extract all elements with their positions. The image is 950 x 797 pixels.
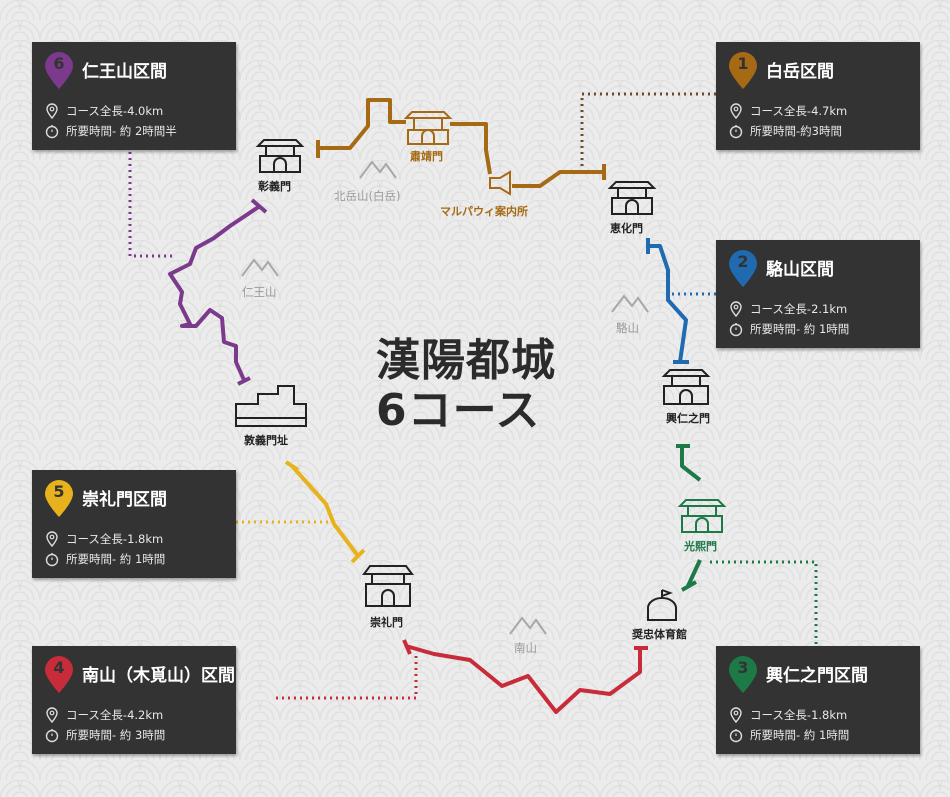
- mountain-icons: [241, 160, 649, 635]
- course-number: 2: [737, 252, 749, 271]
- course-length-row: コース全長-4.2km: [44, 707, 163, 725]
- course-number: 3: [737, 658, 749, 677]
- label-malbawi: マルパウィ案内所: [440, 205, 528, 218]
- hyehwamun-gate-icon: [607, 181, 657, 215]
- label-naksan: 駱山: [616, 321, 639, 335]
- course-5-route: [284, 460, 366, 564]
- course-time: 所要時間- 約 1時間: [66, 552, 166, 566]
- map-pin-icon: [729, 250, 757, 287]
- main-title: 漢陽都城 6コース: [376, 336, 576, 436]
- label-donuimun: 敦義門址: [244, 434, 288, 447]
- course-time-row: 所要時間- 約 2時間半: [44, 123, 177, 141]
- stopwatch-icon: [45, 729, 59, 743]
- course-time: 所要時間- 約 1時間: [750, 728, 850, 742]
- course-length-row: コース全長-1.8km: [728, 707, 847, 725]
- course-name: 崇礼門区間: [82, 490, 167, 510]
- course-time: 所要時間- 約 1時間: [750, 322, 850, 336]
- course-card-3[interactable]: 3 興仁之門区間 コース全長-1.8km 所要時間- 約 1時間: [716, 646, 920, 754]
- course-name: 南山（木覓山）区間: [82, 666, 235, 686]
- label-hyehwamun: 恵化門: [610, 222, 643, 235]
- course-1-route: [316, 98, 606, 188]
- map-pin-icon: [45, 480, 73, 517]
- course-length: コース全長-1.8km: [750, 708, 848, 722]
- course-name: 白岳区間: [766, 62, 834, 82]
- course-3-route: [676, 444, 702, 592]
- sukjeongmun-gate-icon: [403, 111, 453, 145]
- course-number: 1: [737, 54, 749, 73]
- title-line-1: 漢陽都城: [376, 335, 556, 386]
- course-number: 5: [53, 482, 65, 501]
- course-card-1[interactable]: 1 白岳区間 コース全長-4.7km 所要時間-約3時間: [716, 42, 920, 150]
- label-inwangsan: 仁王山: [242, 285, 277, 299]
- course-card-4[interactable]: 4 南山（木覓山）区間 コース全長-4.2km 所要時間- 約 3時間: [32, 646, 236, 754]
- changuimun-gate-icon: [255, 139, 305, 173]
- course-length-row: コース全長-1.8km: [44, 531, 163, 549]
- course-6-route: [168, 198, 268, 386]
- course-time-row: 所要時間-約3時間: [728, 123, 842, 141]
- label-gwanghuimun: 光熙門: [684, 540, 717, 553]
- location-pin-icon: [46, 103, 58, 119]
- course-length: コース全長-4.7km: [750, 104, 848, 118]
- course-card-6[interactable]: 6 仁王山区間 コース全長-4.0km 所要時間- 約 2時間半: [32, 42, 236, 150]
- sungnyemun-gate-icon: [362, 565, 414, 607]
- gwanghuimun-gate-icon: [677, 499, 727, 533]
- course-card-5[interactable]: 5 崇礼門区間 コース全長-1.8km 所要時間- 約 1時間: [32, 470, 236, 578]
- course-length: コース全長-4.0km: [66, 104, 164, 118]
- stopwatch-icon: [729, 125, 743, 139]
- location-pin-icon: [46, 707, 58, 723]
- course-number: 4: [53, 658, 65, 677]
- label-heunginjimun: 興仁之門: [666, 412, 710, 425]
- course-time-row: 所要時間- 約 3時間: [44, 727, 165, 745]
- title-line-2: 6コース: [376, 385, 541, 436]
- location-pin-icon: [730, 301, 742, 317]
- label-sukjeongmun: 肅靖門: [410, 150, 443, 163]
- course-time: 所要時間- 約 2時間半: [66, 124, 177, 138]
- course-time: 所要時間-約3時間: [750, 124, 842, 138]
- course-time-row: 所要時間- 約 1時間: [728, 727, 849, 745]
- location-pin-icon: [730, 103, 742, 119]
- heunginjimun-gate-icon: [661, 369, 711, 405]
- stadium-icon: [647, 589, 677, 621]
- course-length: コース全長-1.8km: [66, 532, 164, 546]
- course-2-route: [646, 238, 689, 364]
- label-sungnyemun: 崇礼門: [370, 616, 403, 629]
- megaphone-info-icon: [489, 170, 511, 196]
- course-number: 6: [53, 54, 65, 73]
- stopwatch-icon: [729, 323, 743, 337]
- course-card-2[interactable]: 2 駱山区間 コース全長-2.1km 所要時間- 約 1時間: [716, 240, 920, 348]
- course-length-row: コース全長-4.7km: [728, 103, 847, 121]
- stopwatch-icon: [45, 553, 59, 567]
- stopwatch-icon: [729, 729, 743, 743]
- course-name: 仁王山区間: [82, 62, 167, 82]
- label-jangchung: 奨忠体育館: [632, 628, 687, 641]
- stopwatch-icon: [45, 125, 59, 139]
- map-pin-icon: [45, 52, 73, 89]
- map-pin-icon: [729, 656, 757, 693]
- location-pin-icon: [730, 707, 742, 723]
- course-name: 駱山区間: [766, 260, 834, 280]
- course-4-route: [402, 639, 648, 714]
- label-changuimun: 彰義門: [258, 180, 291, 193]
- map-pin-icon: [45, 656, 73, 693]
- course-time-row: 所要時間- 約 1時間: [728, 321, 849, 339]
- course-length-row: コース全長-4.0km: [44, 103, 163, 121]
- connector-lines: [128, 92, 818, 700]
- label-namsan: 南山: [514, 641, 537, 655]
- donuimun-ruin-icon: [235, 385, 307, 427]
- course-time-row: 所要時間- 約 1時間: [44, 551, 165, 569]
- course-name: 興仁之門区間: [766, 666, 868, 686]
- course-length: コース全長-2.1km: [750, 302, 848, 316]
- label-bugaksan: 北岳山(白岳): [334, 189, 401, 203]
- course-length: コース全長-4.2km: [66, 708, 164, 722]
- map-pin-icon: [729, 52, 757, 89]
- course-length-row: コース全長-2.1km: [728, 301, 847, 319]
- course-time: 所要時間- 約 3時間: [66, 728, 166, 742]
- location-pin-icon: [46, 531, 58, 547]
